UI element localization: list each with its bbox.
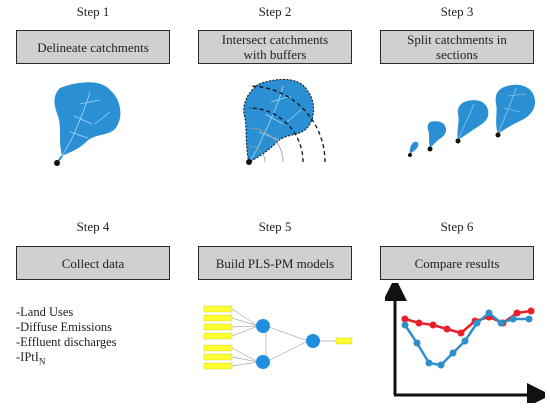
- series-point-red: [401, 315, 409, 323]
- series-point-red: [513, 309, 521, 317]
- indicator-box: [203, 305, 233, 313]
- step-4-label: Step 4: [76, 219, 110, 234]
- series-point-blue: [437, 361, 445, 369]
- step-6-box-text: Compare results: [414, 255, 500, 271]
- outlet-point-icon: [246, 159, 252, 165]
- catchment-shape-icon: [243, 79, 314, 163]
- indicator-box: [203, 362, 233, 370]
- step-5-label: Step 5: [258, 219, 292, 234]
- latent-variable-node: [256, 319, 270, 333]
- indicator-box: [203, 353, 233, 361]
- series-point-red: [415, 319, 423, 327]
- step-3-sections-figure: [408, 84, 536, 157]
- series-point-blue: [449, 349, 457, 357]
- step-5-box-text: Build PLS-PM models: [215, 255, 335, 271]
- step-4-box-text: Collect data: [61, 255, 125, 271]
- catchment-section-3: [455, 100, 489, 144]
- step-6-label: Step 6: [440, 219, 474, 234]
- series-point-blue: [497, 319, 505, 327]
- latent-variable-node: [306, 334, 320, 348]
- data-item-ipti: -IPtIN: [16, 350, 46, 367]
- step-4-box: Collect data: [16, 246, 170, 280]
- series-point-red: [429, 321, 437, 329]
- catchment-shape-icon: [54, 82, 121, 156]
- indicator-box: [203, 323, 233, 331]
- series-point-red: [457, 329, 465, 337]
- step-1-box-text: Delineate catchments: [37, 39, 149, 55]
- indicator-box: [203, 314, 233, 322]
- step-2-buffer-figure: [243, 79, 326, 165]
- series-point-blue: [525, 315, 533, 323]
- series-point-blue: [473, 319, 481, 327]
- step-1-box: Delineate catchments: [16, 30, 170, 64]
- series-point-red: [443, 325, 451, 333]
- indicator-box: [335, 337, 353, 345]
- latent-variable-node: [256, 355, 270, 369]
- step-6-results-chart: [385, 283, 545, 403]
- buffer-arc-icon: [248, 107, 304, 163]
- step-5-box: Build PLS-PM models: [198, 246, 352, 280]
- buffer-arc-icon: [248, 85, 326, 163]
- series-point-blue: [401, 321, 409, 329]
- step-4-data-list: -Land Uses -Diffuse Emissions -Effluent …: [16, 305, 117, 370]
- data-item: -Land Uses: [16, 305, 74, 319]
- step-1-catchment-figure: [54, 82, 121, 166]
- step-3-label: Step 3: [440, 4, 474, 19]
- catchment-section-4: [495, 84, 536, 138]
- series-point-blue: [425, 359, 433, 367]
- series-point-blue: [413, 339, 421, 347]
- data-item: -Effluent discharges: [16, 335, 117, 349]
- step-6-box: Compare results: [380, 246, 534, 280]
- series-point-blue: [485, 309, 493, 317]
- series-point-blue: [461, 337, 469, 345]
- step-1-label: Step 1: [76, 4, 110, 19]
- catchment-section-1: [408, 141, 419, 157]
- series-point-red: [527, 307, 535, 315]
- indicator-box: [203, 332, 233, 340]
- indicator-box: [203, 344, 233, 352]
- step-2-label: Step 2: [258, 4, 292, 19]
- series-point-blue: [509, 315, 517, 323]
- data-item: -Diffuse Emissions: [16, 320, 112, 334]
- outlet-point-icon: [54, 160, 60, 166]
- catchment-section-2: [427, 121, 446, 152]
- step-5-plspm-figure: [203, 305, 353, 370]
